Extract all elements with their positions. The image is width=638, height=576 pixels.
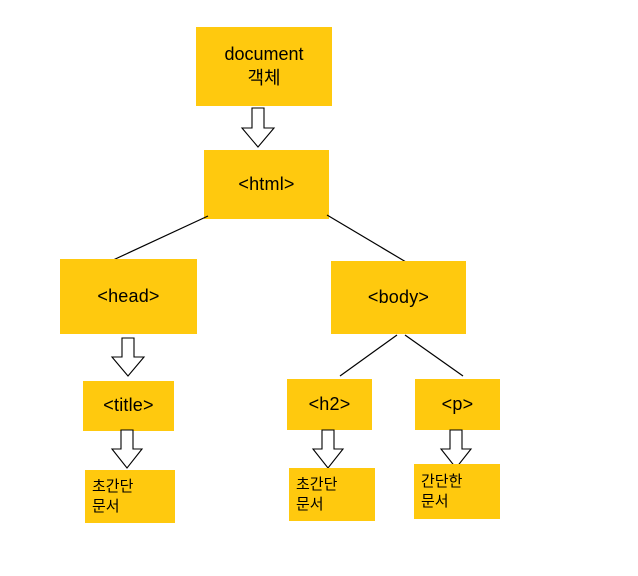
- node-p: <p>: [415, 379, 500, 430]
- node-h2: <h2>: [287, 379, 372, 430]
- node-document: document 객체: [196, 27, 332, 106]
- node-head-label: <head>: [97, 285, 160, 306]
- node-h2-text: 초간단 문서: [289, 468, 375, 521]
- arrow-h2-to-h2-text: [311, 429, 345, 469]
- node-p-text-line2: 문서: [421, 492, 449, 510]
- node-body-label: <body>: [367, 286, 430, 307]
- node-title-text-line1: 초간단: [92, 477, 134, 495]
- node-title-label: <title>: [103, 395, 154, 416]
- node-html: <html>: [204, 150, 329, 219]
- connector-body-to-p: [404, 334, 466, 378]
- node-p-text-line1: 간단한: [421, 472, 463, 490]
- node-p-text: 간단한 문서: [414, 464, 500, 519]
- node-p-label: <p>: [441, 393, 474, 414]
- node-title-text: 초간단 문서: [85, 470, 175, 523]
- node-document-line1: document: [224, 43, 304, 64]
- connector-body-to-h2: [337, 334, 399, 378]
- node-document-line2: 객체: [247, 67, 281, 88]
- arrow-head-to-title: [110, 337, 146, 377]
- node-html-label: <html>: [238, 173, 295, 194]
- node-body: <body>: [331, 261, 466, 334]
- arrow-title-to-title-text: [110, 429, 144, 469]
- node-h2-text-line1: 초간단: [296, 475, 338, 493]
- arrow-document-to-html: [240, 107, 276, 148]
- connector-html-to-body: [326, 214, 408, 264]
- node-title-text-line2: 문서: [92, 497, 120, 515]
- node-h2-text-line2: 문서: [296, 495, 324, 513]
- node-h2-label: <h2>: [308, 393, 351, 414]
- node-title: <title>: [83, 381, 174, 431]
- node-head: <head>: [60, 259, 197, 334]
- connector-html-to-head: [108, 215, 210, 263]
